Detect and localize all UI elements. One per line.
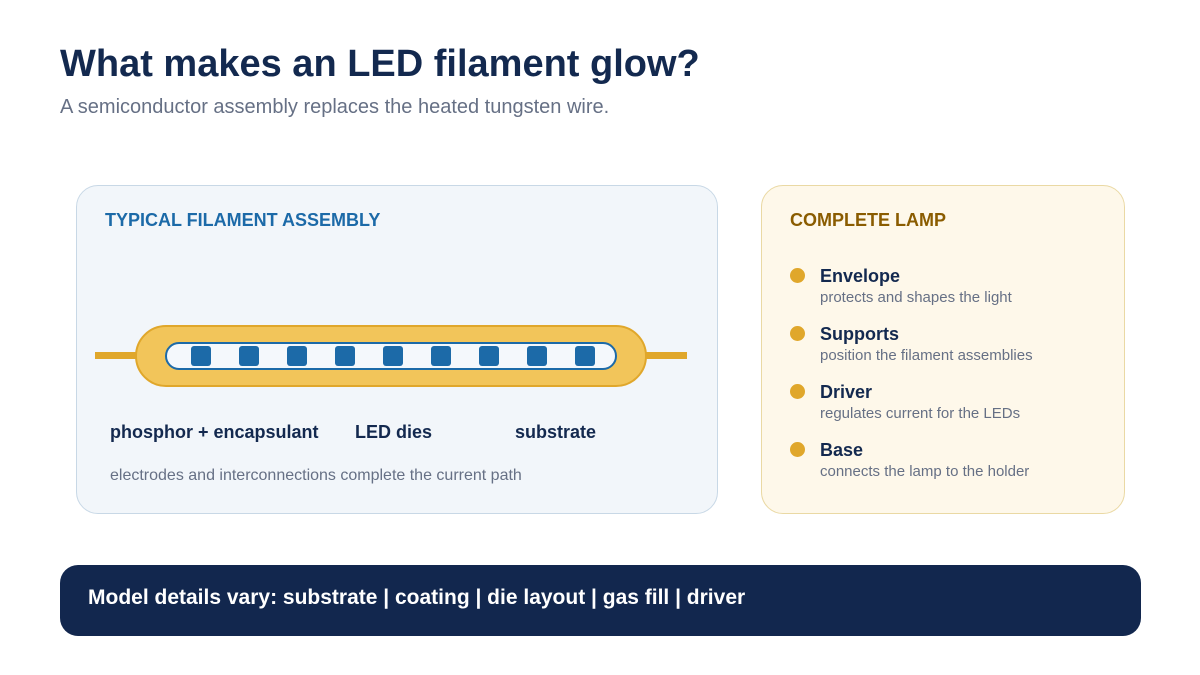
model-details-banner: Model details vary: substrate | coating … xyxy=(60,565,1141,636)
led-die xyxy=(527,346,547,366)
electrode-left xyxy=(95,352,139,359)
complete-lamp-heading: COMPLETE LAMP xyxy=(790,210,946,230)
part-name: Envelope xyxy=(820,266,901,286)
part-name: Supports xyxy=(820,324,899,344)
led-die xyxy=(287,346,307,366)
filament-assembly-heading: TYPICAL FILAMENT ASSEMBLY xyxy=(105,210,381,230)
filament-diagram xyxy=(95,325,687,387)
bullet-dot-icon xyxy=(790,384,805,399)
complete-lamp-panel: COMPLETE LAMP Envelope protects and shap… xyxy=(761,185,1125,514)
electrode-right xyxy=(645,352,687,359)
page-title: What makes an LED filament glow? xyxy=(60,43,700,85)
led-die xyxy=(479,346,499,366)
label-phosphor-encapsulant: phosphor + encapsulant xyxy=(110,422,319,442)
bullet-dot-icon xyxy=(790,442,805,457)
filament-assembly-panel: TYPICAL FILAMENT ASSEMBLY phosphor + enc… xyxy=(76,185,718,514)
led-die xyxy=(191,346,211,366)
list-item: Envelope protects and shapes the light xyxy=(790,264,1033,322)
list-item: Supports position the filament assemblie… xyxy=(790,322,1033,380)
bullet-dot-icon xyxy=(790,268,805,283)
bullet-dot-icon xyxy=(790,326,805,341)
label-substrate: substrate xyxy=(515,422,597,442)
part-description: connects the lamp to the holder xyxy=(820,463,1030,480)
part-description: protects and shapes the light xyxy=(820,289,1012,306)
part-name: Base xyxy=(820,440,864,460)
part-description: position the filament assemblies xyxy=(820,347,1033,364)
list-item: Driver regulates current for the LEDs xyxy=(790,380,1033,438)
banner-text: Model details vary: substrate | coating … xyxy=(88,586,746,609)
part-description: regulates current for the LEDs xyxy=(820,405,1021,422)
led-die xyxy=(383,346,403,366)
part-name: Driver xyxy=(820,382,873,402)
led-die xyxy=(431,346,451,366)
page-subtitle: A semiconductor assembly replaces the he… xyxy=(60,96,610,118)
led-dies xyxy=(191,346,595,366)
led-die xyxy=(575,346,595,366)
label-led-dies: LED dies xyxy=(355,422,433,442)
current-path-note: electrodes and interconnections complete… xyxy=(110,467,522,484)
list-item: Base connects the lamp to the holder xyxy=(790,438,1033,496)
led-die xyxy=(335,346,355,366)
led-die xyxy=(239,346,259,366)
lamp-parts-list: Envelope protects and shapes the light S… xyxy=(790,264,1033,496)
